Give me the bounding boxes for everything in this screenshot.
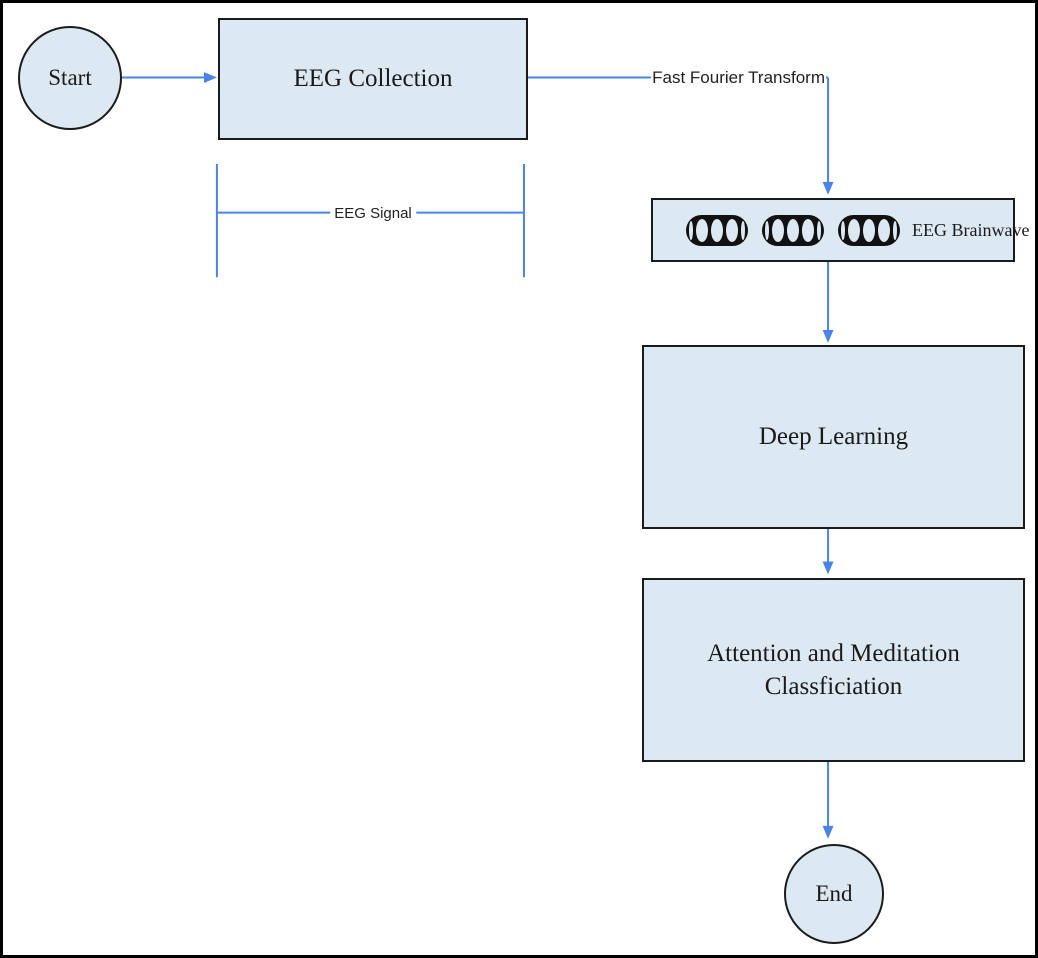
start-label: Start <box>48 65 92 90</box>
brainwave-coil-icon <box>686 214 748 246</box>
eeg-brainwave-label: EEG Brainwave <box>912 219 1030 240</box>
arrowhead-into-deep <box>822 329 834 343</box>
attention-meditation-label-line2: Classficiation <box>764 673 903 700</box>
start-node: Start <box>18 26 122 130</box>
deep-learning-node: Deep Learning <box>642 345 1025 529</box>
end-label: End <box>815 881 853 906</box>
arrowhead-into-attention <box>822 561 834 575</box>
arrowhead-into-brainwave <box>822 181 834 195</box>
brainwave-icons <box>686 214 900 246</box>
eeg-signal-label: EEG Signal <box>330 205 416 222</box>
brainwave-coil-icon <box>762 214 824 246</box>
eeg-collection-label: EEG Collection <box>293 65 453 92</box>
end-node: End <box>784 844 884 944</box>
arrowhead-into-end <box>822 825 834 839</box>
attention-meditation-label-line1: Attention and Meditation <box>707 640 960 667</box>
fast-fourier-transform-label: Fast Fourier Transform <box>651 68 826 88</box>
brainwave-coil-icon <box>838 214 900 246</box>
eeg-brainwave-node: EEG Brainwave <box>651 198 1029 262</box>
eeg-collection-node: EEG Collection <box>218 18 528 140</box>
arrowhead-into-collection <box>203 72 217 83</box>
attention-meditation-node: Attention and Meditation Classficiation <box>642 578 1025 762</box>
deep-learning-label: Deep Learning <box>758 423 909 450</box>
